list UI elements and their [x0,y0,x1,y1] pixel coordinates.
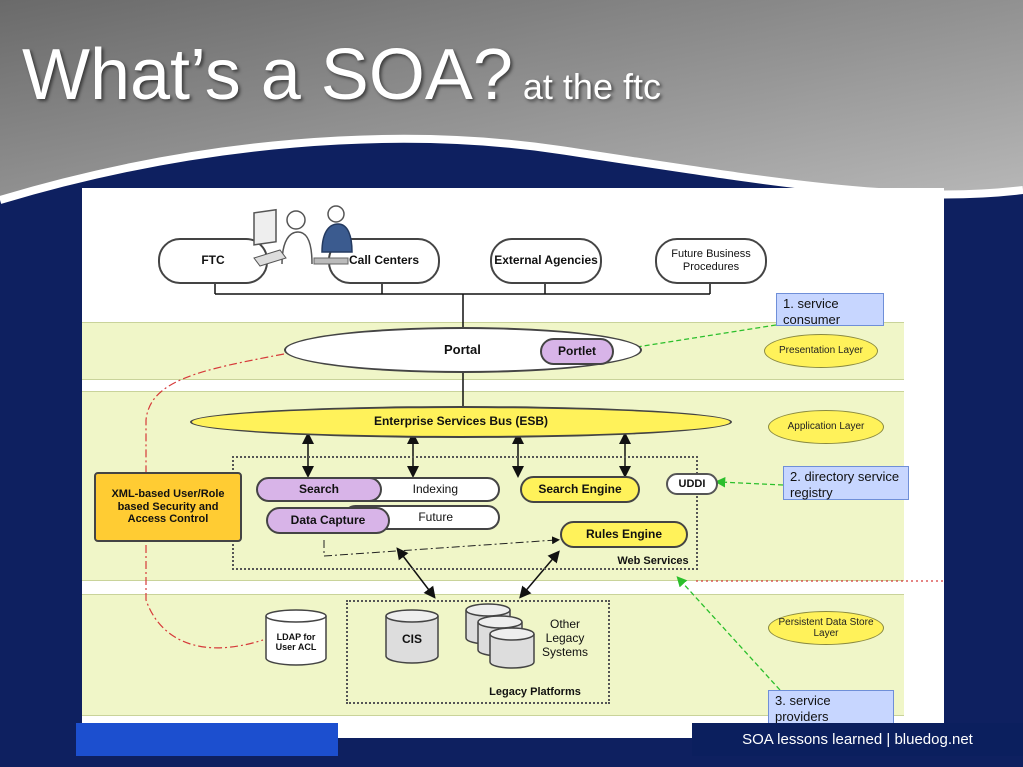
presentation-layer-label: Presentation Layer [764,334,878,368]
footer-text: SOA lessons learned | bluedog.net [692,723,1023,756]
title-main: What’s a SOA? [22,35,513,115]
search-service: Search [256,477,382,502]
footer-accent-bar [76,723,338,756]
search-engine-service: Search Engine [520,476,640,503]
security-access-control: XML-based User/Role based Security and A… [94,472,242,542]
note-service-providers: 3. service providers [768,690,894,724]
consumer-external-agencies: External Agencies [490,238,602,284]
note-directory-registry: 2. directory service registry [783,466,909,500]
application-layer-label: Application Layer [768,410,884,444]
legacy-stack-icon [465,603,535,669]
ldap-label: LDAP for User ACL [275,631,317,652]
rules-engine-service: Rules Engine [560,521,688,548]
call-center-people-icon [253,205,353,267]
note-service-consumer: 1. service consumer [776,293,884,327]
data-capture-service: Data Capture [266,507,390,534]
persistent-layer-label: Persistent Data Store Layer [768,611,884,645]
portlet: Portlet [540,338,614,365]
legacy-platforms-label: Legacy Platforms [489,685,581,698]
portal: Portal [284,327,642,373]
portal-label: Portal [444,341,481,357]
esb-bus: Enterprise Services Bus (ESB) [190,406,732,438]
cis-label: CIS [401,632,422,647]
legacy-platforms-box [346,600,610,704]
ldap-cylinder-icon [265,609,327,666]
uddi-registry: UDDI [666,473,718,495]
title-subtitle: at the ftc [522,66,661,107]
cis-cylinder-icon [385,609,439,664]
other-legacy-label: Other Legacy Systems [541,617,588,659]
web-services-label: Web Services [617,554,689,567]
consumer-future-business: Future Business Procedures [655,238,767,284]
slide-title: What’s a SOA?at the ftc [22,34,661,116]
